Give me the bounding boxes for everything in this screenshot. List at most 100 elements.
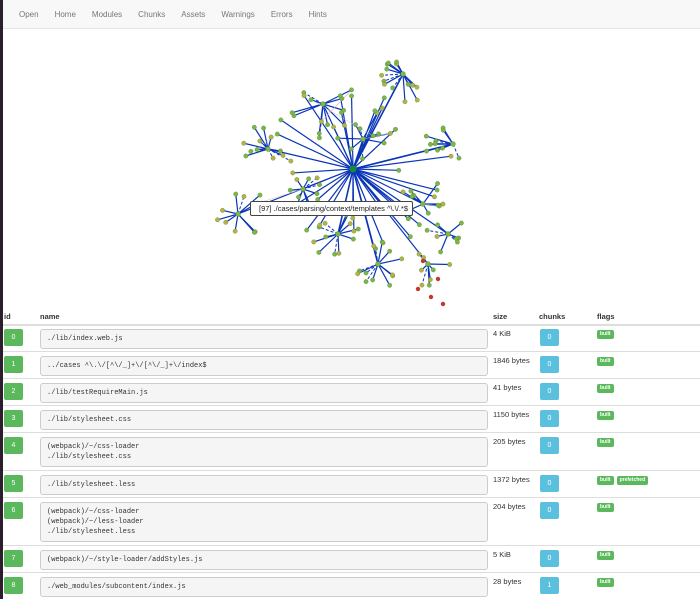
- nav-warnings[interactable]: Warnings: [221, 10, 255, 19]
- graph-node[interactable]: [269, 135, 273, 139]
- module-name[interactable]: ./lib/stylesheet.less: [40, 475, 488, 495]
- graph-node[interactable]: [435, 148, 439, 152]
- graph-node[interactable]: [309, 97, 313, 101]
- graph-node[interactable]: [289, 159, 293, 163]
- graph-node[interactable]: [380, 106, 384, 110]
- graph-node[interactable]: [441, 128, 445, 132]
- graph-node[interactable]: [281, 153, 285, 157]
- graph-node[interactable]: [252, 125, 256, 129]
- nav-open[interactable]: Open: [19, 10, 39, 19]
- graph-node[interactable]: [364, 271, 368, 275]
- chunk-badge[interactable]: 0: [540, 550, 559, 567]
- graph-node[interactable]: [415, 85, 419, 89]
- graph-node[interactable]: [331, 125, 335, 129]
- graph-node[interactable]: [304, 228, 308, 232]
- table-row[interactable]: 4(webpack)/~/css-loader./lib/stylesheet.…: [3, 432, 700, 471]
- module-name[interactable]: (webpack)/~/style-loader/addStyles.js: [40, 550, 488, 570]
- graph-node[interactable]: [290, 111, 294, 115]
- graph-node[interactable]: [278, 149, 282, 153]
- module-name[interactable]: ./web_modules/subcontent/index.js: [40, 577, 488, 597]
- graph-node[interactable]: [385, 67, 389, 71]
- graph-node[interactable]: [420, 283, 424, 287]
- module-name[interactable]: ./lib/stylesheet.css: [40, 410, 488, 430]
- graph-node[interactable]: [261, 126, 265, 130]
- graph-node[interactable]: [387, 249, 391, 253]
- graph-node[interactable]: [421, 202, 426, 207]
- graph-node[interactable]: [376, 262, 381, 267]
- graph-node[interactable]: [400, 257, 404, 261]
- graph-node[interactable]: [426, 262, 431, 267]
- graph-node[interactable]: [406, 82, 410, 86]
- graph-node[interactable]: [361, 137, 366, 142]
- graph-node[interactable]: [364, 279, 368, 283]
- graph-node[interactable]: [435, 181, 439, 185]
- module-graph[interactable]: [3, 29, 700, 307]
- nav-chunks[interactable]: Chunks: [138, 10, 165, 19]
- graph-node[interactable]: [321, 102, 326, 107]
- graph-node[interactable]: [416, 287, 420, 291]
- graph-node[interactable]: [427, 283, 431, 287]
- col-chunks[interactable]: chunks: [539, 312, 565, 321]
- graph-node[interactable]: [301, 187, 306, 192]
- graph-node[interactable]: [397, 168, 401, 172]
- graph-node[interactable]: [433, 142, 437, 146]
- graph-node[interactable]: [417, 222, 421, 226]
- graph-node[interactable]: [415, 98, 419, 102]
- graph-node[interactable]: [339, 110, 343, 114]
- graph-node[interactable]: [424, 134, 428, 138]
- graph-node[interactable]: [451, 142, 456, 147]
- graph-node[interactable]: [371, 134, 375, 138]
- graph-node[interactable]: [449, 154, 453, 158]
- graph-node[interactable]: [325, 122, 329, 126]
- graph-node[interactable]: [429, 295, 433, 299]
- graph-node[interactable]: [336, 232, 341, 237]
- graph-node[interactable]: [349, 94, 353, 98]
- graph-node[interactable]: [319, 119, 323, 123]
- graph-node[interactable]: [381, 241, 385, 245]
- nav-hints[interactable]: Hints: [309, 10, 327, 19]
- graph-node[interactable]: [393, 127, 397, 131]
- module-name[interactable]: ./lib/index.web.js: [40, 329, 488, 349]
- col-name[interactable]: name: [40, 312, 60, 321]
- graph-node[interactable]: [323, 235, 327, 239]
- graph-node[interactable]: [296, 195, 300, 199]
- module-id-badge[interactable]: 7: [4, 550, 23, 567]
- graph-node[interactable]: [224, 220, 228, 224]
- graph-node[interactable]: [435, 223, 439, 227]
- graph-node[interactable]: [242, 141, 246, 145]
- graph-node[interactable]: [371, 244, 375, 248]
- graph-node[interactable]: [410, 194, 414, 198]
- graph-node[interactable]: [435, 234, 439, 238]
- graph-node[interactable]: [403, 99, 407, 103]
- graph-node[interactable]: [348, 221, 352, 225]
- nav-assets[interactable]: Assets: [181, 10, 205, 19]
- graph-node[interactable]: [252, 230, 256, 234]
- graph-node[interactable]: [376, 132, 380, 136]
- module-name[interactable]: ../cases ^\.\/[^\/_]+\/[^\/_]+\/index$: [40, 356, 488, 376]
- chunk-badge[interactable]: 0: [540, 356, 559, 373]
- module-id-badge[interactable]: 8: [4, 577, 23, 594]
- graph-node[interactable]: [382, 141, 386, 145]
- graph-root-node[interactable]: [350, 166, 357, 173]
- graph-node[interactable]: [242, 194, 246, 198]
- chunk-badge[interactable]: 0: [540, 410, 559, 427]
- graph-node[interactable]: [358, 126, 362, 130]
- graph-node[interactable]: [432, 195, 436, 199]
- col-size[interactable]: size: [493, 312, 507, 321]
- graph-node[interactable]: [436, 277, 440, 281]
- nav-home[interactable]: Home: [55, 10, 76, 19]
- module-id-badge[interactable]: 1: [4, 356, 23, 373]
- graph-node[interactable]: [386, 61, 390, 65]
- graph-node[interactable]: [291, 171, 295, 175]
- graph-node[interactable]: [426, 211, 430, 215]
- graph-node[interactable]: [417, 252, 421, 256]
- graph-node[interactable]: [302, 93, 306, 97]
- graph-node[interactable]: [401, 190, 405, 194]
- chunk-badge[interactable]: 0: [540, 437, 559, 454]
- graph-node[interactable]: [306, 177, 310, 181]
- graph-node[interactable]: [317, 250, 321, 254]
- graph-node[interactable]: [353, 122, 357, 126]
